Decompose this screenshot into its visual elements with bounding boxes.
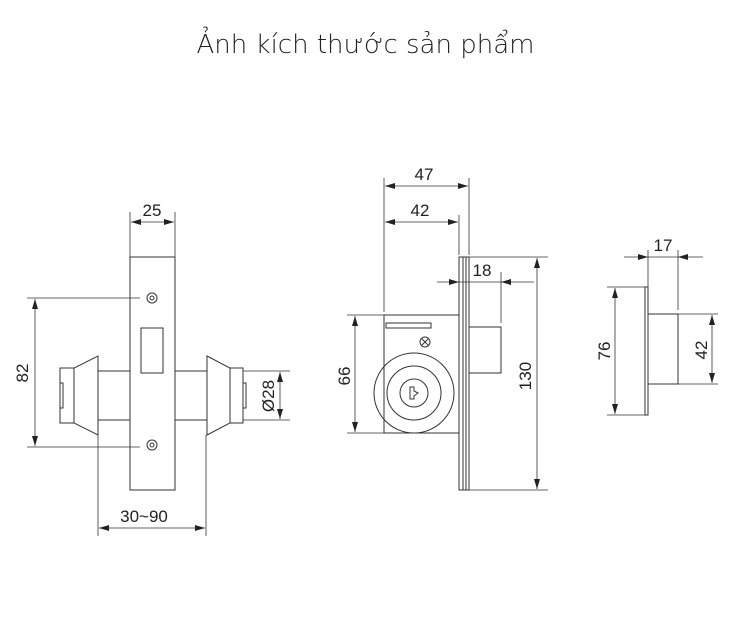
side-view: 47 42 18 130 66	[335, 165, 548, 491]
latch-bolt	[468, 326, 502, 374]
dim-faceplate-height-label: 130	[516, 362, 535, 390]
right-knob	[175, 355, 247, 436]
dim-strike-depth-label: 17	[654, 236, 673, 255]
dim-cylinder-diameter-label: Ø28	[259, 380, 278, 412]
screw-hole-top	[146, 292, 158, 304]
slot	[385, 322, 432, 329]
side-faceplate	[458, 256, 470, 491]
dim-plate-height-label: 76	[595, 342, 614, 361]
screw-hole-bottom	[146, 439, 158, 451]
left-knob	[59, 355, 130, 436]
strike-box	[647, 313, 679, 385]
lock-body	[383, 314, 460, 434]
dim-screw-spacing-label: 82	[13, 364, 32, 383]
key-cylinder	[373, 352, 455, 434]
dim-overall-depth-label: 47	[415, 165, 434, 184]
faceplate	[129, 256, 176, 491]
dim-door-thickness-label: 30~90	[120, 507, 168, 526]
page-title: Ảnh kích thước sản phẩm	[196, 30, 535, 60]
dim-box-height-label: 42	[692, 341, 711, 360]
dim-bolt-throw-label: 18	[473, 261, 492, 280]
strike-view: 17 76 42	[595, 236, 718, 416]
dim-body-depth-label: 42	[411, 201, 430, 220]
front-view: 25 82 Ø28 30~90	[13, 201, 290, 536]
bolt-opening	[140, 327, 164, 374]
screw-icon	[419, 336, 431, 348]
dim-body-height-label: 66	[335, 367, 354, 386]
dim-width-label: 25	[143, 201, 162, 220]
